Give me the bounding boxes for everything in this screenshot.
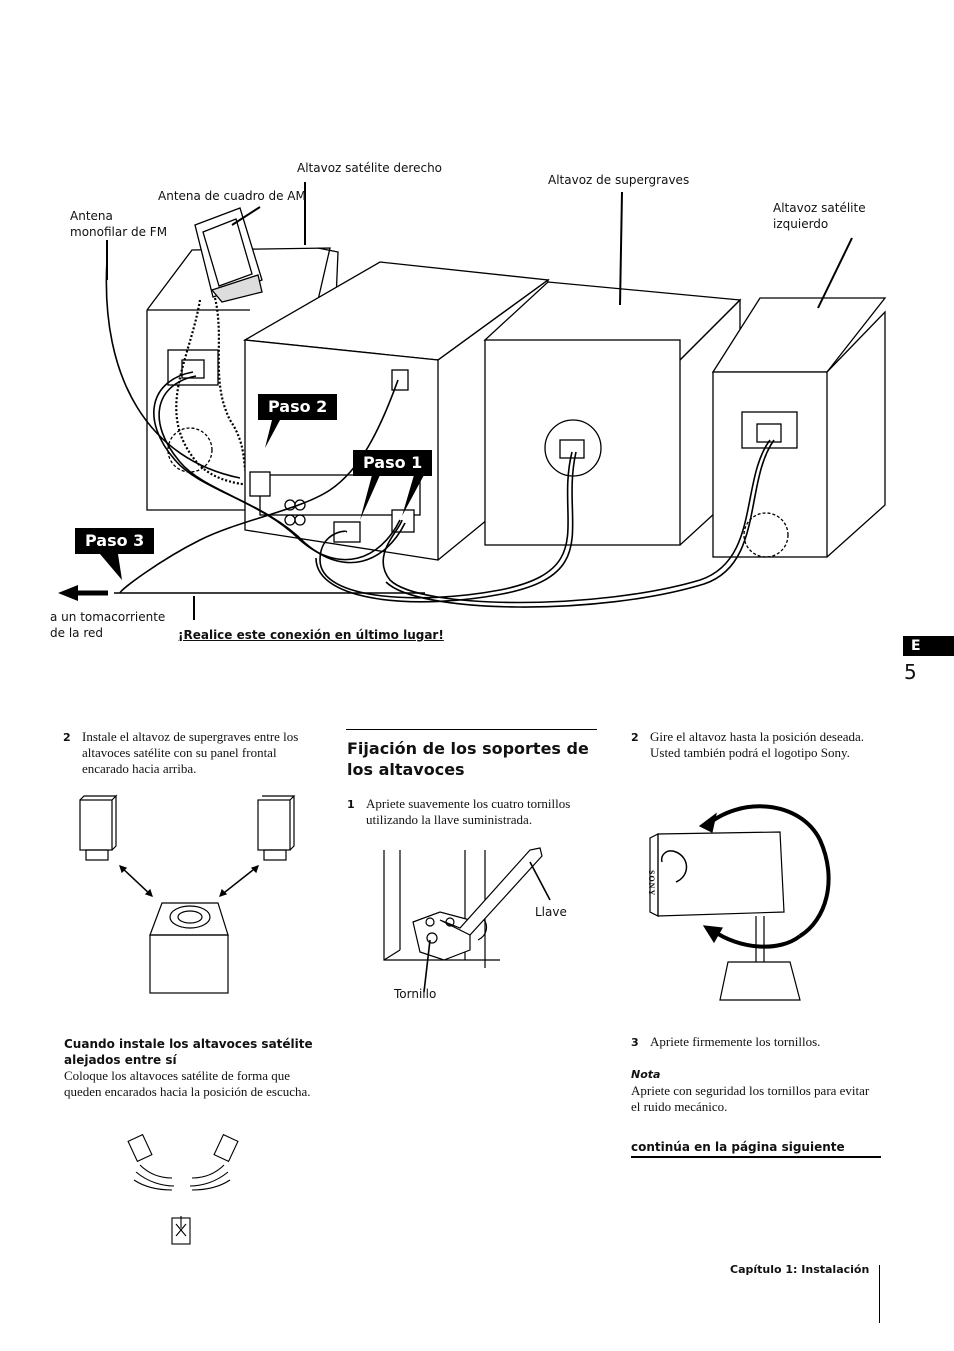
page-number: 5 — [904, 660, 917, 684]
col3-step2-number: 2 — [631, 731, 639, 744]
paso-3-badge: Paso 3 — [75, 528, 155, 554]
col2-heading: Fijación de los soportes de los altavoce… — [347, 739, 589, 779]
subwoofer-label: Altavoz de supergraves — [548, 173, 690, 187]
am-loop-antenna — [175, 207, 263, 487]
col1-subheading: Cuando instale los altavoces satélite al… — [64, 1037, 313, 1067]
section-tab: E — [903, 636, 954, 656]
screw-label: Tornillo — [394, 987, 437, 1001]
left-satellite-label: Altavoz satélite izquierdo — [773, 201, 866, 231]
note-text: Apriete con seguridad los tornillos para… — [631, 1083, 870, 1114]
paso-2-badge: Paso 2 — [258, 394, 338, 420]
leader-lines — [106, 182, 853, 620]
paso-1-badge: Paso 1 — [353, 450, 433, 476]
col2-step-number: 1 — [347, 798, 355, 811]
last-connection-note: ¡Realice este conexión en último lugar! — [178, 628, 444, 642]
chapter-footer: Capítulo 1: Instalación — [730, 1263, 870, 1276]
col3-step3-number: 3 — [631, 1036, 639, 1049]
right-satellite-speaker — [146, 247, 339, 511]
am-antenna-label: Antena de cuadro de AM — [158, 189, 306, 203]
outlet-label: a un tomacorriente de la red — [50, 610, 166, 640]
note-title: Nota — [631, 1068, 661, 1081]
col1-step-text: Instale el altavoz de supergraves entre … — [82, 729, 299, 776]
footer-rule — [879, 1265, 880, 1323]
connection-diagram — [58, 182, 887, 620]
col3-step3-text: Apriete firmemente los tornillos. — [650, 1034, 821, 1049]
fm-antenna-label: Antena monofilar de FM — [70, 209, 168, 239]
right-satellite-label: Altavoz satélite derecho — [297, 161, 443, 175]
col3-step2-text: Gire el altavoz hasta la posición desead… — [650, 729, 865, 760]
subwoofer — [483, 281, 742, 546]
key-label: Llave — [535, 905, 567, 919]
sony-logo: SONY — [647, 870, 656, 897]
speaker-cables — [105, 240, 775, 608]
col2-step-text: Apriete suavemente los cuatro tornillos … — [366, 796, 571, 827]
left-satellite-speaker — [711, 297, 887, 558]
continue-next-page: continúa en la página siguiente — [631, 1140, 881, 1158]
col1-step-number: 2 — [63, 731, 71, 744]
col1-subtext: Coloque los altavoces satélite de forma … — [64, 1068, 311, 1099]
